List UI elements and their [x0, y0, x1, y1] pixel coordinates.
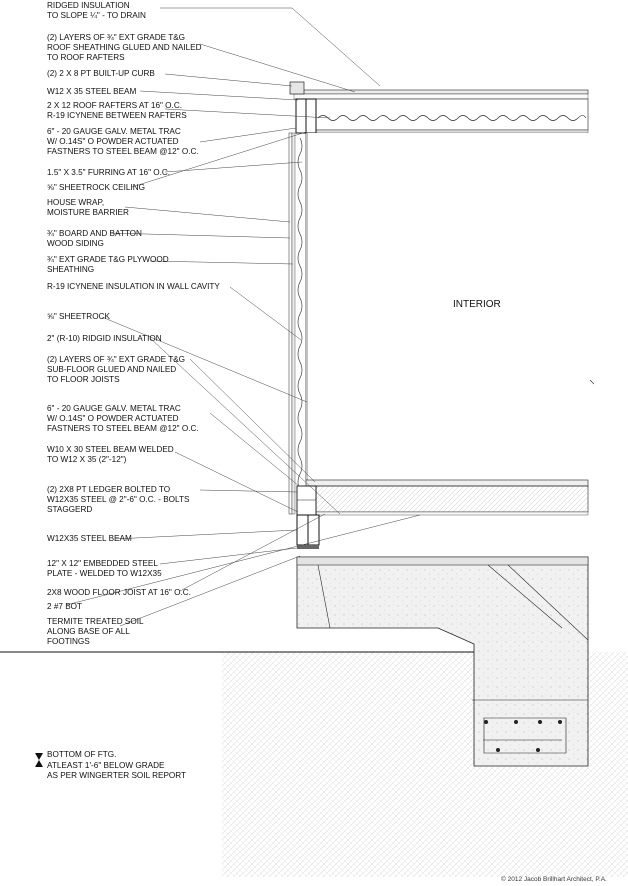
room-label: INTERIOR [453, 299, 501, 310]
roof-rafter-zone [315, 98, 589, 131]
rigid-insulation [315, 511, 589, 516]
roof-batt-insulation [317, 115, 587, 121]
wall-insulation [297, 137, 303, 491]
rebar-bar [496, 748, 500, 752]
callout-label: 1.5" X 3.5" FURRING AT 16" O.C. [47, 168, 170, 177]
callout-label: HOUSE WRAP,MOISTURE BARRIER [47, 198, 129, 217]
roof-sheathing [293, 89, 589, 95]
wall-sheetrock [305, 132, 309, 481]
copyright-notice: © 2012 Jacob Brillhart Architect, P.A. [501, 875, 607, 883]
rebar-bar [558, 720, 562, 724]
rebar-bar [514, 720, 518, 724]
interior-room [308, 133, 588, 480]
callout-label: 2 #7 BOT [47, 602, 82, 611]
callout-label: R-19 ICYNENE INSULATION IN WALL CAVITY [47, 282, 220, 291]
rebar-bar [484, 720, 488, 724]
callout-label: W12 X 35 STEEL BEAM [47, 87, 137, 96]
rebar-bar [536, 748, 540, 752]
rebar-cage [483, 717, 567, 754]
callout-label: ⅝" SHEETROCK [47, 312, 111, 321]
roof-insulation [293, 93, 589, 100]
svg-text:BOTTOM OF FTG.ATLEAST 1'-6" BE: BOTTOM OF FTG.ATLEAST 1'-6" BELOW GRADEA… [47, 750, 186, 780]
callout-label: W12X35 STEEL BEAM [47, 534, 132, 543]
floor-joist-zone [315, 485, 589, 513]
subfloor [305, 479, 589, 487]
leader-lines [65, 7, 421, 627]
ceiling-sheetrock [305, 129, 589, 134]
rebar-bar [538, 720, 542, 724]
built-up-curb [289, 81, 305, 95]
elevation-marker-icon [35, 753, 43, 767]
callout-label: 2 X 12 ROOF RAFTERS AT 16" O.C.R-19 ICYN… [47, 101, 187, 120]
callout-label: ⅝" SHEETROCK CEILING [47, 183, 145, 192]
callout-label: 2" (R-10) RIDGID INSULATION [47, 334, 162, 343]
embedded-steel-plate [297, 545, 319, 549]
wall-sheathing [291, 132, 296, 515]
pt-ledger [296, 485, 317, 516]
floor-slab-top [296, 556, 589, 566]
callout-label: (2) 2 X 8 PT BUILT-UP CURB [47, 69, 155, 78]
callout-label: 2X8 WOOD FLOOR JOIST AT 16" O.C. [47, 588, 191, 597]
concrete-footing [296, 556, 589, 767]
